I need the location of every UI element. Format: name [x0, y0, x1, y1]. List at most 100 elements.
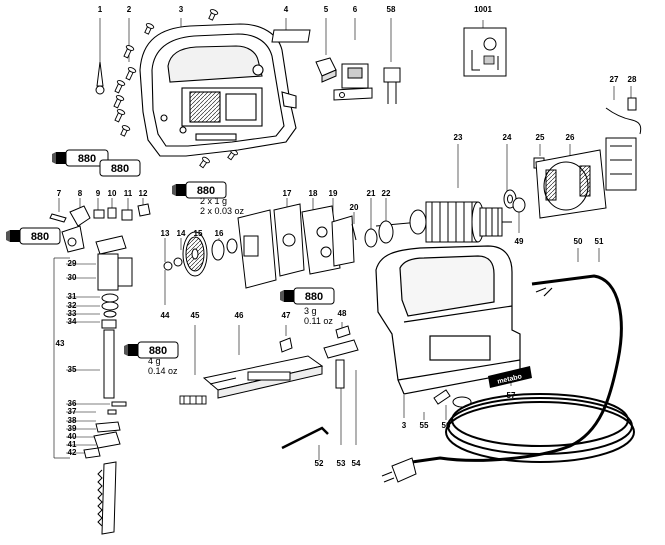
part-label-32: 32: [68, 301, 77, 310]
part-label-44: 44: [161, 311, 170, 320]
parts-7-to-12: [49, 203, 151, 253]
stroke-rod-assembly: [83, 235, 133, 459]
part-label-20: 20: [350, 203, 359, 212]
grease-tube-3: 880: [99, 159, 141, 177]
part-label-16: 16: [215, 229, 224, 238]
part-label-31: 31: [68, 292, 77, 301]
part-48-cap: [335, 325, 351, 339]
grease-tube-2: 880: [6, 227, 61, 245]
power-cable: [411, 274, 635, 464]
part-label-24: 24: [503, 133, 512, 142]
part-label-17: 17: [283, 189, 292, 198]
part-label-58: 58: [387, 5, 396, 14]
part-label-2: 2: [127, 5, 132, 14]
part-label-51: 51: [595, 237, 604, 246]
saw-blade: [97, 461, 117, 535]
part-label-26: 26: [566, 133, 575, 142]
part-label-18: 18: [309, 189, 318, 198]
base-plate: [202, 355, 324, 399]
gear-train-parts: [163, 203, 394, 289]
part-label-48: 48: [338, 309, 347, 318]
part-5-cap: [315, 57, 337, 83]
part-label-52: 52: [315, 459, 324, 468]
part-49-bushing: [512, 197, 526, 213]
part-2-screws: [113, 9, 238, 169]
part-label-57: 57: [507, 391, 516, 400]
grease-tube-label: 880: [78, 153, 96, 165]
part-label-36: 36: [68, 399, 77, 408]
grease-tube-label: 880: [149, 345, 167, 357]
part-53-54-clamp: [323, 339, 359, 389]
part-label-9: 9: [96, 189, 101, 198]
part-52-allen-key: [281, 426, 329, 450]
part-label-46: 46: [235, 311, 244, 320]
part-label-39: 39: [68, 424, 77, 433]
part-1-key: [95, 61, 105, 95]
part-23-armature: [375, 201, 512, 243]
part-label-35: 35: [68, 365, 77, 374]
part-label-33: 33: [68, 309, 77, 318]
part-label-3: 3: [179, 5, 184, 14]
part-label-54: 54: [352, 459, 361, 468]
part-label-6: 6: [353, 5, 358, 14]
part-label-50: 50: [574, 237, 583, 246]
part-45-screws: [179, 395, 207, 405]
part-label-14: 14: [177, 229, 186, 238]
part-label-56: 56: [442, 421, 451, 430]
part-label-1: 1: [98, 5, 103, 14]
part-label-4: 4: [284, 5, 289, 14]
grease-tube-4: 880: [172, 181, 227, 199]
grease-tube-5: 880: [280, 287, 335, 305]
part-label-15: 15: [194, 229, 203, 238]
assembled-jigsaw: [375, 245, 521, 395]
part-26-stator: [535, 137, 637, 219]
part-label-27: 27: [610, 75, 619, 84]
part-label-29: 29: [68, 259, 77, 268]
part-label-5: 5: [324, 5, 329, 14]
part-label-42: 42: [68, 448, 77, 457]
part-label-30: 30: [68, 273, 77, 282]
part-label-38: 38: [68, 416, 77, 425]
part-1001-box: [463, 27, 507, 77]
part-label-47: 47: [282, 311, 291, 320]
parts-55-56: [433, 389, 472, 408]
power-plug: [381, 457, 417, 483]
part-label-12: 12: [139, 189, 148, 198]
part-6-switch: [333, 63, 373, 101]
part-label-11: 11: [124, 189, 133, 198]
part-27-28-terminals: [605, 97, 642, 135]
part-label-28: 28: [628, 75, 637, 84]
part-4-label-plate: [271, 29, 311, 43]
part-label-43: 43: [56, 339, 65, 348]
part-58-capacitor: [383, 67, 401, 104]
part-label-19: 19: [329, 189, 338, 198]
part-label-22: 22: [382, 189, 391, 198]
part-label-1001: 1001: [474, 5, 492, 14]
part-label-23: 23: [454, 133, 463, 142]
part-label-7: 7: [57, 189, 62, 198]
part-label-13: 13: [161, 229, 170, 238]
grease-tube-label: 880: [31, 231, 49, 243]
part-label-10: 10: [108, 189, 117, 198]
part-label-25: 25: [536, 133, 545, 142]
part-label-34: 34: [68, 317, 77, 326]
grease-tube-label: 880: [197, 185, 215, 197]
grease-tube-6: 880: [124, 341, 179, 359]
part-3-housing-half: [139, 23, 297, 157]
part-47-clip: [279, 337, 293, 353]
grease-tube-label: 880: [305, 291, 323, 303]
part-label-8: 8: [78, 189, 83, 198]
part-label-40: 40: [68, 432, 77, 441]
part-label-37: 37: [68, 407, 77, 416]
grease-tube-label: 880: [111, 163, 129, 175]
part-label-49: 49: [515, 237, 524, 246]
part-label-3: 3: [402, 421, 407, 430]
grease-tube-1: 880: [52, 149, 109, 167]
